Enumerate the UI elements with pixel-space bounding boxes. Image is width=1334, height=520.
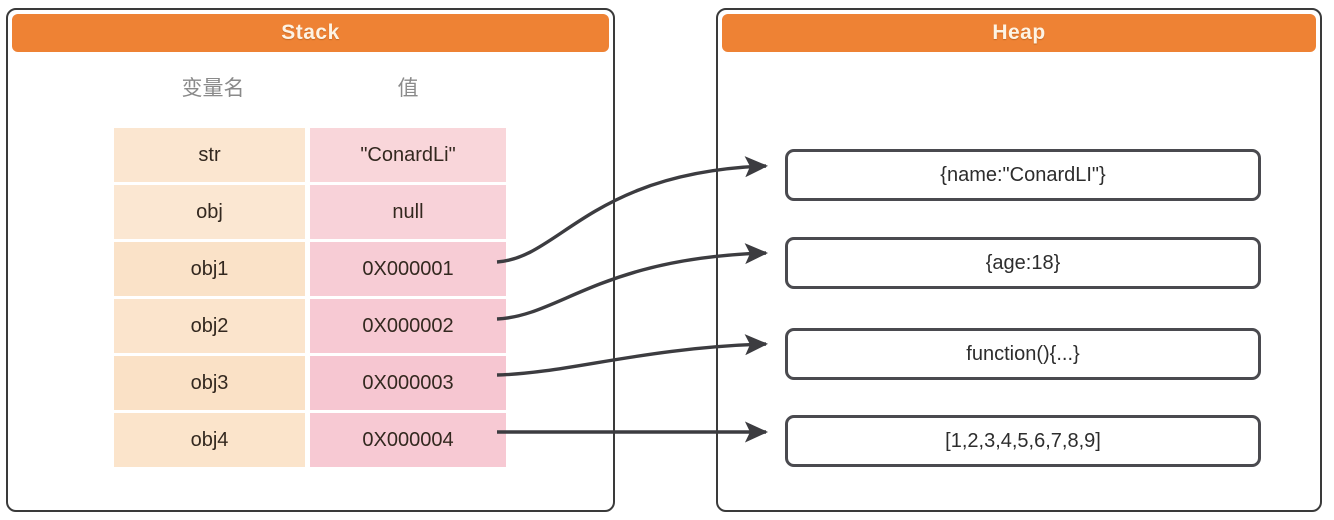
stack-variable-name-cell: obj4 xyxy=(114,413,305,467)
stack-variable-name-cell: obj3 xyxy=(114,356,305,410)
heap-panel-header: Heap xyxy=(722,14,1316,52)
stack-value-cell: "ConardLi" xyxy=(310,128,506,182)
stack-value-cell: 0X000003 xyxy=(310,356,506,410)
stack-value-cell: null xyxy=(310,185,506,239)
table-row: str"ConardLi" xyxy=(114,128,506,185)
heap-box: {name:"ConardLI"} xyxy=(785,149,1261,201)
stack-panel-header: Stack xyxy=(12,14,609,52)
stack-value-cell: 0X000004 xyxy=(310,413,506,467)
stack-column-headers: 变量名 值 xyxy=(8,72,613,106)
stack-variable-name-cell: obj2 xyxy=(114,299,305,353)
heap-box: function(){...} xyxy=(785,328,1261,380)
stack-variable-name-cell: obj xyxy=(114,185,305,239)
column-header-value: 值 xyxy=(397,77,419,100)
column-header-variable-name: 变量名 xyxy=(181,77,245,100)
heap-box: [1,2,3,4,5,6,7,8,9] xyxy=(785,415,1261,467)
stack-variable-name-cell: obj1 xyxy=(114,242,305,296)
heap-box: {age:18} xyxy=(785,237,1261,289)
stack-variable-name-cell: str xyxy=(114,128,305,182)
stack-value-cell: 0X000001 xyxy=(310,242,506,296)
heap-panel: Heap {name:"ConardLI"} {age:18} function()… xyxy=(716,8,1322,512)
stack-value-cell: 0X000002 xyxy=(310,299,506,353)
